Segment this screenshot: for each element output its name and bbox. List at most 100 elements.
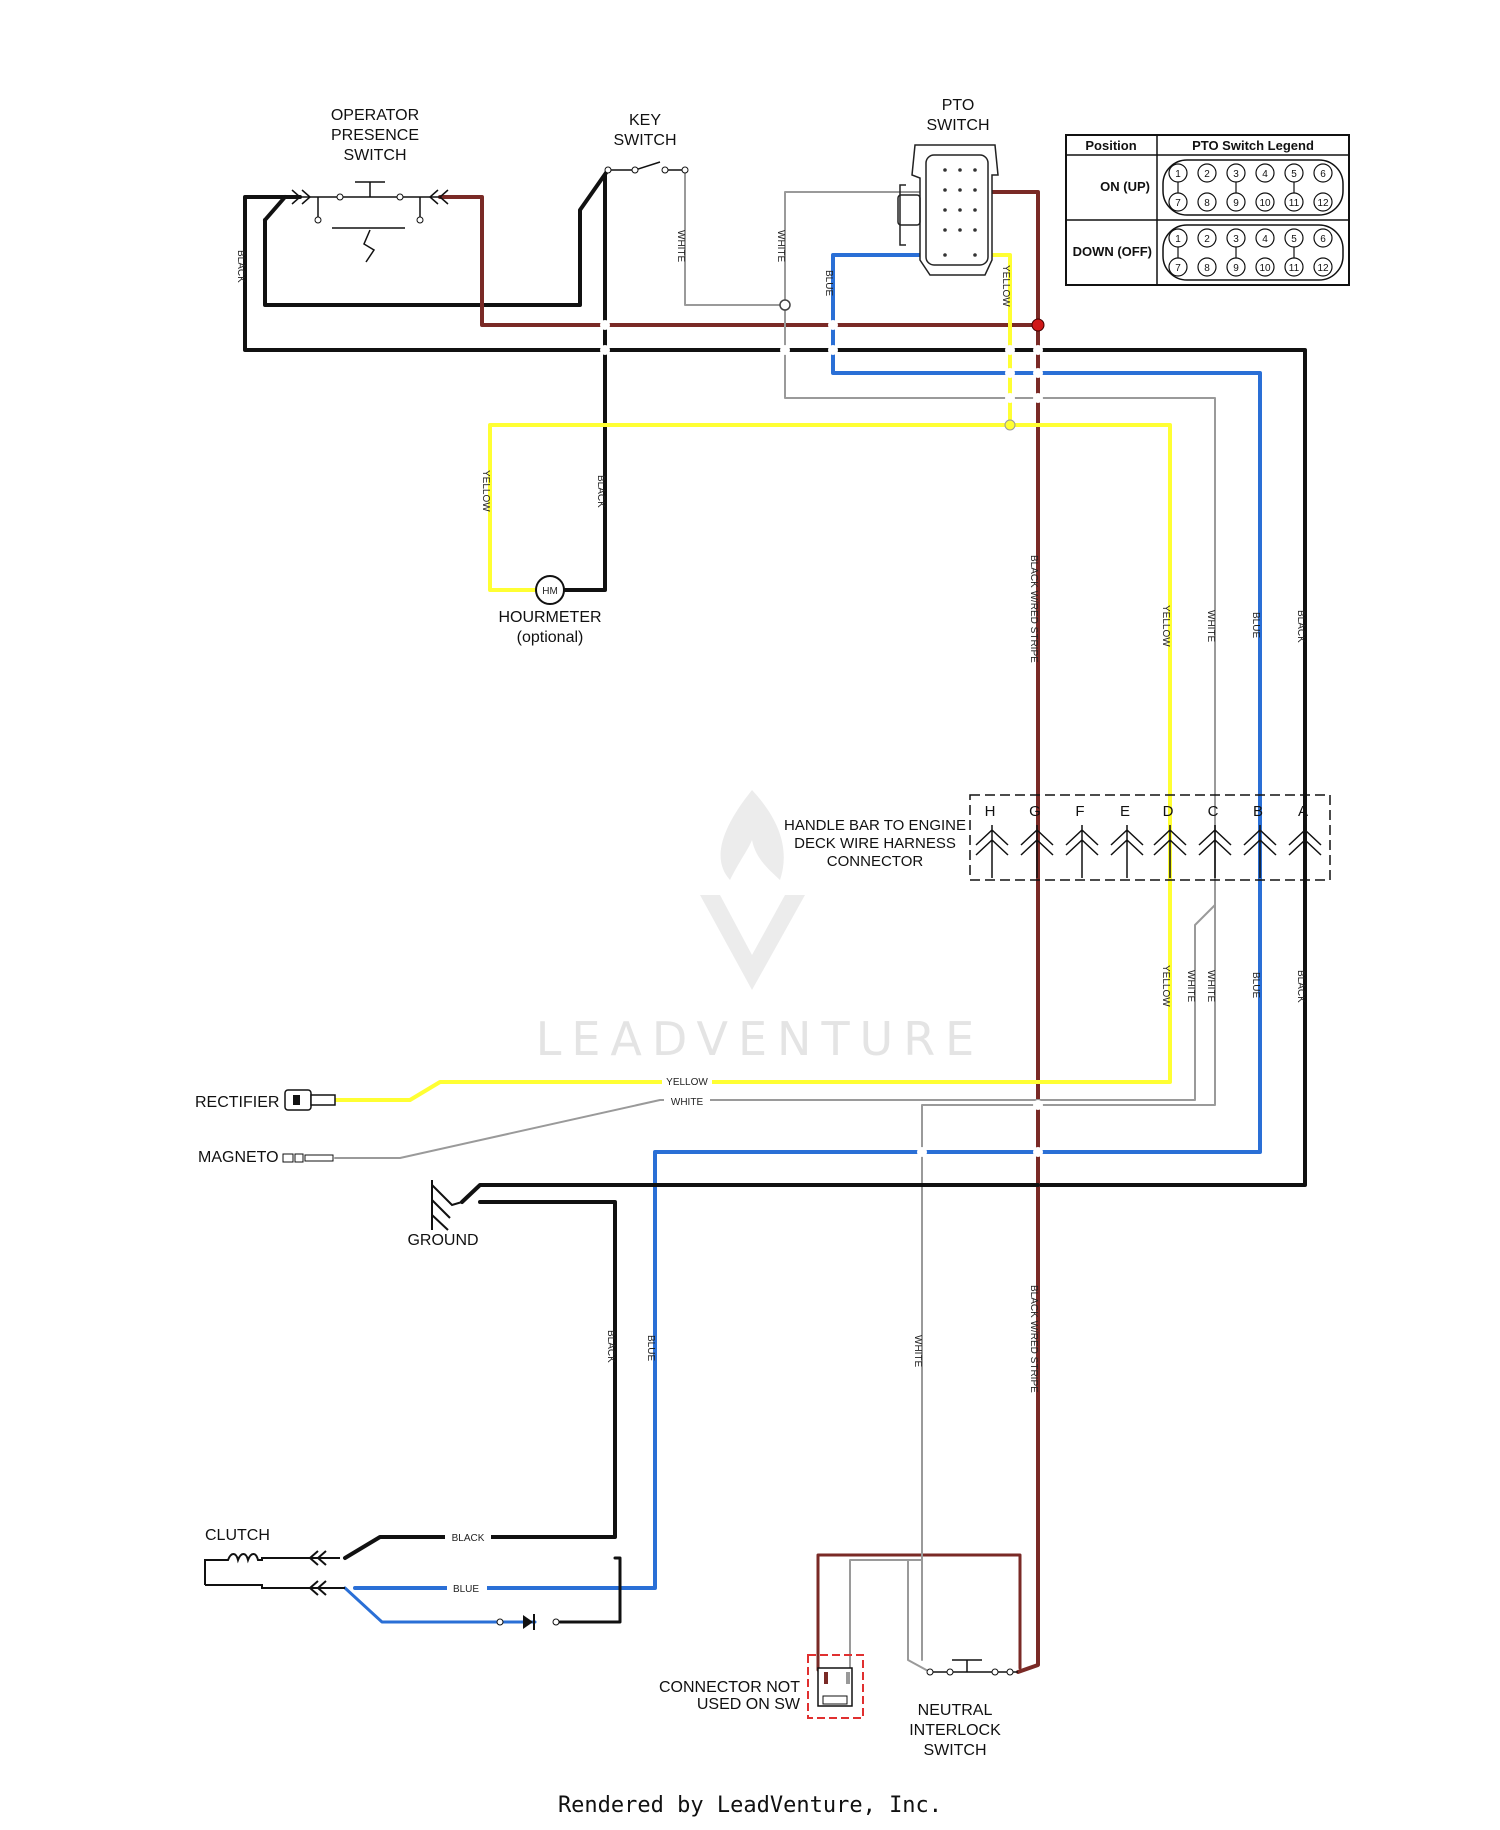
legend-pin-label-on-8: 8 (1204, 198, 1210, 209)
wire-black-ops-diag (263, 195, 287, 222)
wire-label-black-2: BLACK (595, 475, 606, 508)
wire-label-blue-3: BLUE (1250, 972, 1261, 998)
wire-label-blue-1: BLUE (823, 270, 834, 296)
clutch: CLUTCH (204, 1527, 345, 1596)
wire-label-white-2: WHITE (775, 230, 786, 263)
wire-label-yellow-2: YELLOW (480, 470, 491, 512)
hourmeter-label-optional: (optional) (517, 629, 584, 646)
legend-pin-on-2 (1197, 163, 1217, 183)
nis-label-line1: NEUTRAL (918, 1702, 993, 1719)
wire-labels: BLACK WHITE WHITE BLUE YELLOW YELLOW BLA… (235, 230, 1306, 1595)
watermark-v-icon (700, 895, 805, 990)
connector-pin-symbol-d (1153, 825, 1187, 878)
legend-row-off: DOWN (OFF) (1073, 244, 1152, 259)
watermark-flame-icon (720, 790, 784, 880)
wire-label-black-3: BLACK (1295, 610, 1306, 643)
legend-header-position: Position (1085, 138, 1136, 153)
pto-switch: PTO SWITCH (897, 97, 999, 276)
ground: GROUND (407, 1180, 479, 1249)
connector-pin-symbol-b (1243, 825, 1277, 878)
wire-black-ground (460, 1183, 1040, 1204)
legend-pin-on-4 (1255, 163, 1275, 183)
legend-pin-label-on-7: 7 (1175, 198, 1181, 209)
connector-pin-e: E (1120, 803, 1130, 820)
connector-pin-symbol-f (1065, 825, 1099, 878)
connector-pin-b: B (1253, 803, 1263, 820)
legend-pin-label-off-3: 3 (1233, 234, 1239, 245)
clutch-label: CLUTCH (205, 1527, 270, 1544)
legend-pin-on-8 (1197, 192, 1217, 212)
harness-connector: HANDLE BAR TO ENGINE DECK WIRE HARNESS C… (784, 794, 1331, 881)
hourmeter: HM HOURMETER (optional) (498, 575, 602, 646)
legend-pin-label-on-11: 11 (1289, 198, 1300, 209)
legend-pin-label-on-9: 9 (1233, 198, 1239, 209)
rectifier-label: RECTIFIER (195, 1094, 279, 1111)
legend-pin-label-off-9: 9 (1233, 263, 1239, 274)
connector-pin-h: H (985, 803, 996, 820)
junction-dot-yellow (1004, 419, 1016, 431)
legend-pin-label-off-4: 4 (1262, 234, 1268, 245)
pto-legend: Position PTO Switch Legend ON (UP) DOWN … (1065, 134, 1350, 286)
harness-label-line2: DECK WIRE HARNESS (794, 835, 956, 852)
wire-redstripe-pto (983, 190, 1040, 1674)
legend-pin-label-off-8: 8 (1204, 263, 1210, 274)
footer-text: Rendered by LeadVenture, Inc. (558, 1793, 942, 1818)
legend-pin-label-on-3: 3 (1233, 169, 1239, 180)
legend-pin-on-10 (1255, 192, 1275, 212)
nis-label-line3: SWITCH (923, 1742, 986, 1759)
wire-label-white-4: WHITE (1185, 970, 1196, 1003)
wire-label-yellow-3: YELLOW (1160, 605, 1171, 647)
legend-pin-label-on-12: 12 (1317, 198, 1329, 209)
wire-blue-pto (353, 253, 1262, 1590)
connector-not-used: CONNECTOR NOT USED ON SW (659, 1654, 864, 1719)
connector-pin-g: G (1029, 803, 1041, 820)
legend-pin-label-off-2: 2 (1204, 234, 1210, 245)
ops-label-line3: SWITCH (343, 147, 406, 164)
legend-pin-on-12 (1313, 192, 1333, 212)
legend-pin-label-off-12: 12 (1317, 263, 1329, 274)
wire-label-yellow-5: YELLOW (666, 1077, 708, 1088)
wire-label-redstripe-2: BLACK W/RED STRIPE (1028, 1285, 1039, 1393)
ground-label: GROUND (407, 1232, 478, 1249)
legend-pin-label-off-5: 5 (1291, 234, 1297, 245)
key-switch: KEY SWITCH (604, 112, 689, 174)
legend-pin-off-6 (1313, 228, 1333, 248)
pto-switch-label-line2: SWITCH (926, 117, 989, 134)
connector-pin-symbol-a (1288, 825, 1322, 878)
hourmeter-symbol: HM (542, 586, 558, 597)
connector-pin-symbol-g (1020, 825, 1054, 878)
neutral-interlock-switch: NEUTRAL INTERLOCK SWITCH (909, 1659, 1018, 1759)
operator-presence-switch: OPERATOR PRESENCE SWITCH (291, 107, 449, 263)
wire-black-ops-left (243, 195, 1307, 1187)
wire-label-yellow-4: YELLOW (1160, 965, 1171, 1007)
wire-label-yellow-1: YELLOW (1000, 265, 1011, 307)
connector-pin-symbol-e (1110, 825, 1144, 878)
magneto-label: MAGNETO (198, 1149, 279, 1166)
wire-blue-diode (343, 1586, 537, 1624)
legend-pin-label-off-7: 7 (1175, 263, 1181, 274)
wire-label-blue-2: BLUE (1250, 612, 1261, 638)
legend-pin-off-10 (1255, 257, 1275, 277)
wire-white-key (684, 169, 786, 306)
legend-pin-off-12 (1313, 257, 1333, 277)
legend-pin-off-2 (1197, 228, 1217, 248)
nis-label-line2: INTERLOCK (909, 1722, 1001, 1739)
key-switch-label-line1: KEY (629, 112, 661, 129)
legend-row-on: ON (UP) (1100, 179, 1150, 194)
legend-pin-label-on-2: 2 (1204, 169, 1210, 180)
legend-pin-label-on-4: 4 (1262, 169, 1268, 180)
wire-label-white-5: WHITE (1205, 970, 1216, 1003)
wire-redstripe-ops (438, 195, 1040, 327)
connector-pin-f: F (1075, 803, 1084, 820)
junction-dot-white (779, 299, 791, 311)
legend-pin-label-on-10: 10 (1259, 198, 1271, 209)
wire-black-clutch (343, 1200, 617, 1560)
legend-pin-on-6 (1313, 163, 1333, 183)
wire-white-ntl-loop (849, 1559, 931, 1673)
wire-label-black-4: BLACK (1295, 970, 1306, 1003)
legend-pin-label-off-10: 10 (1259, 263, 1271, 274)
legend-pin-off-4 (1255, 228, 1275, 248)
watermark-text: LEADVENTURE (536, 1012, 985, 1066)
